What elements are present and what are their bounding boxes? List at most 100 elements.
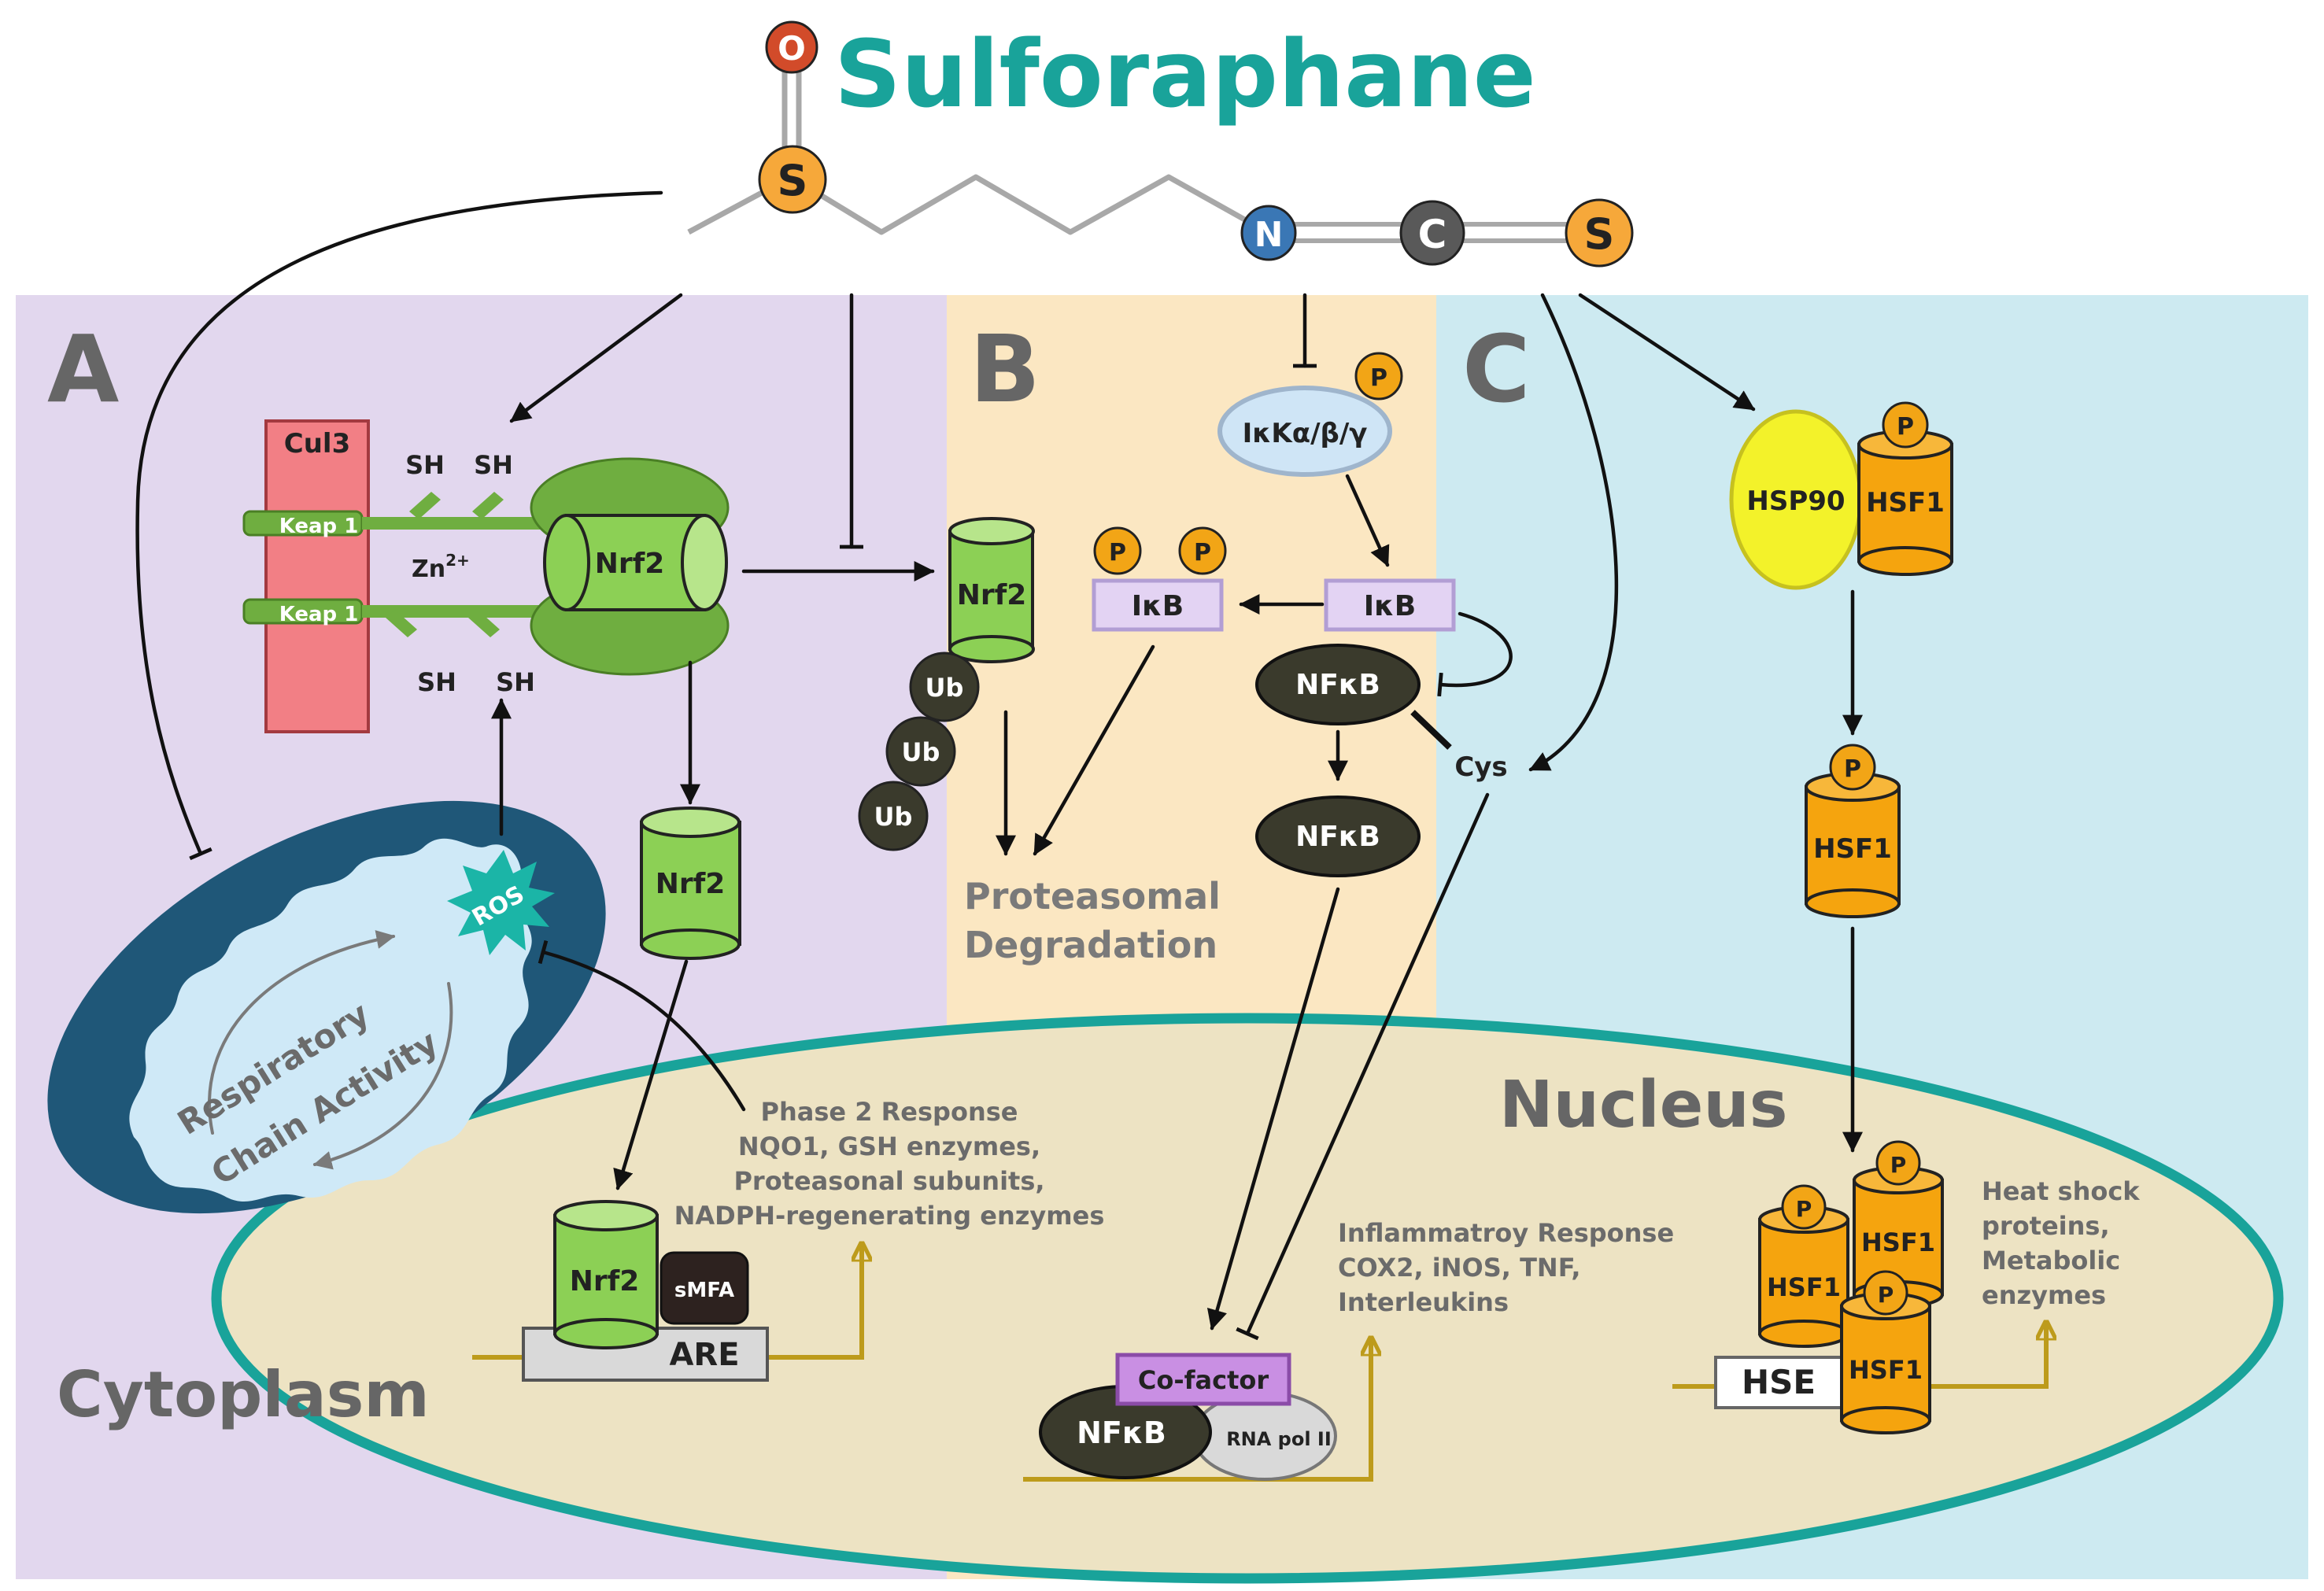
svg-text:proteins,: proteins, — [1982, 1211, 2110, 1241]
nrf2-nuclear-label: Nrf2 — [570, 1265, 640, 1298]
svg-text:P: P — [1109, 539, 1126, 567]
cytoplasm-label: Cytoplasm — [57, 1358, 430, 1431]
hsf1-free — [1805, 772, 1901, 918]
zinc-label: Zn2+ — [412, 551, 470, 583]
sulfur-atom-sulfinyl — [758, 145, 827, 214]
inflammatory-response-text: Inflammatroy Response COX2, iNOS, TNF, I… — [1338, 1218, 1674, 1317]
svg-text:Ub: Ub — [874, 802, 913, 832]
nfkb-cytoplasmic-label: NFκB — [1295, 669, 1380, 701]
carbon-atom — [1399, 200, 1465, 266]
nucleus-label: Nucleus — [1499, 1068, 1788, 1142]
svg-text:NADPH-regenerating enzymes: NADPH-regenerating enzymes — [674, 1201, 1105, 1231]
keap1-label-top: Keap 1 — [279, 515, 359, 538]
nrf2-free-label: Nrf2 — [656, 868, 726, 900]
svg-text:Heat shock: Heat shock — [1982, 1176, 2140, 1206]
panel-a-label: A — [47, 315, 119, 423]
nfkb-nuclear-label: NFκB — [1077, 1416, 1166, 1450]
nfkb-free — [1255, 796, 1421, 877]
pathway-arrows — [135, 190, 1863, 1341]
heatshock-transcription-arrow — [1932, 1322, 2046, 1389]
svg-text:P: P — [1878, 1282, 1894, 1308]
hsf1-trimer-top-label: HSF1 — [1861, 1227, 1935, 1257]
phase2-response-text: Phase 2 Response NQO1, GSH enzymes, Prot… — [674, 1097, 1105, 1231]
ikb-phospho-2 — [1178, 526, 1227, 575]
svg-text:C: C — [1418, 212, 1447, 257]
hsp90-label: HSP90 — [1746, 485, 1845, 517]
cys-label: Cys — [1454, 751, 1507, 783]
smfa-label: sMFA — [674, 1279, 734, 1302]
oxygen-atom — [765, 20, 818, 74]
svg-text:NQO1, GSH enzymes,: NQO1, GSH enzymes, — [738, 1131, 1040, 1161]
panel-b-label: B — [970, 315, 1040, 423]
hsf1-free-label: HSF1 — [1813, 833, 1892, 865]
svg-text:P: P — [1844, 755, 1861, 783]
nrf2-ubiquitinated — [948, 517, 1035, 663]
ikb-bound — [1324, 578, 1456, 632]
svg-text:P: P — [1890, 1152, 1907, 1178]
hsf1-trimer-left-label: HSF1 — [1767, 1272, 1841, 1302]
svg-text:Ub: Ub — [926, 673, 964, 703]
phase2-transcription-arrow — [799, 1243, 862, 1360]
svg-text:P: P — [1796, 1196, 1812, 1222]
sulforaphane-title: Sulforaphane — [834, 20, 1536, 128]
svg-text:COX2, iNOS, TNF,: COX2, iNOS, TNF, — [1338, 1253, 1581, 1283]
nrf2-free — [640, 807, 741, 960]
cofactor — [1115, 1353, 1291, 1406]
panel-c-label: C — [1462, 315, 1531, 423]
ikb-phospho-1 — [1093, 526, 1142, 575]
hsf1-bound — [1857, 430, 1953, 576]
nfkb-cys-bond — [1410, 710, 1452, 750]
ikk-complex-label: IκKα/β/γ — [1243, 418, 1368, 449]
cul3-protein — [264, 419, 370, 733]
svg-text:Phase 2 Response: Phase 2 Response — [761, 1097, 1018, 1127]
svg-text:N: N — [1254, 215, 1284, 255]
ubiquitin-2 — [885, 716, 956, 787]
rna-pol-ii-label: RNA pol II — [1226, 1428, 1332, 1450]
ikk-complex — [1217, 386, 1392, 477]
hsf1-bound-label: HSF1 — [1866, 487, 1945, 519]
svg-text:enzymes: enzymes — [1982, 1280, 2106, 1310]
svg-text:Metabolic: Metabolic — [1982, 1246, 2120, 1275]
inflammatory-transcription-arrow — [1330, 1338, 1371, 1482]
svg-text:S: S — [778, 156, 808, 205]
ikk-phospho — [1354, 352, 1403, 401]
hsf1-trimer-bottom-label: HSF1 — [1849, 1355, 1923, 1385]
keap1-label-bottom: Keap 1 — [279, 603, 359, 626]
nitrogen-atom — [1240, 205, 1297, 261]
nrf2-bound-label: Nrf2 — [595, 548, 665, 580]
svg-text:S: S — [1584, 209, 1615, 259]
sulfur-atom-thiocyanate — [1565, 198, 1634, 268]
sh-label-3: SH — [417, 667, 456, 697]
ikb-bound-label: IκB — [1364, 590, 1416, 622]
svg-text:O: O — [778, 29, 806, 68]
cofactor-label: Co-factor — [1138, 1365, 1269, 1395]
cul3-label: Cul3 — [284, 428, 350, 460]
svg-text:Proteasonal subunits,: Proteasonal subunits, — [733, 1166, 1044, 1196]
svg-text:Inflammatroy Response: Inflammatroy Response — [1338, 1218, 1674, 1248]
proteasomal-degradation-line1: Proteasomal — [964, 875, 1221, 917]
heatshock-response-text: Heat shock proteins, Metabolic enzymes — [1982, 1176, 2140, 1310]
nrf2-nuclear — [553, 1200, 659, 1349]
nfkb-free-label: NFκB — [1295, 821, 1380, 853]
nrf2-bound — [543, 514, 728, 611]
svg-text:P: P — [1897, 413, 1914, 441]
ubiquitin-1 — [909, 652, 980, 722]
svg-text:P: P — [1194, 539, 1211, 567]
nucleus — [211, 1013, 2284, 1584]
ubiquitin-3 — [858, 781, 929, 851]
svg-text:Ub: Ub — [902, 737, 940, 767]
proteasomal-degradation-line2: Degradation — [964, 924, 1217, 966]
hse-label: HSE — [1742, 1363, 1816, 1401]
hsf1-trimer-top-phospho — [1875, 1140, 1921, 1186]
sh-label-2: SH — [474, 450, 513, 480]
ikb-phosphorylated — [1092, 578, 1224, 632]
are-label: ARE — [669, 1337, 739, 1373]
hsf1-free-phospho — [1829, 744, 1876, 791]
nrf2-ubiquitinated-label: Nrf2 — [957, 579, 1027, 611]
sh-label-1: SH — [405, 450, 445, 480]
hse-element — [1714, 1356, 1843, 1409]
sulforaphane-molecule: O S N C S — [687, 20, 1634, 268]
hsf1-bound-phospho — [1882, 401, 1929, 449]
svg-text:P: P — [1370, 364, 1387, 392]
